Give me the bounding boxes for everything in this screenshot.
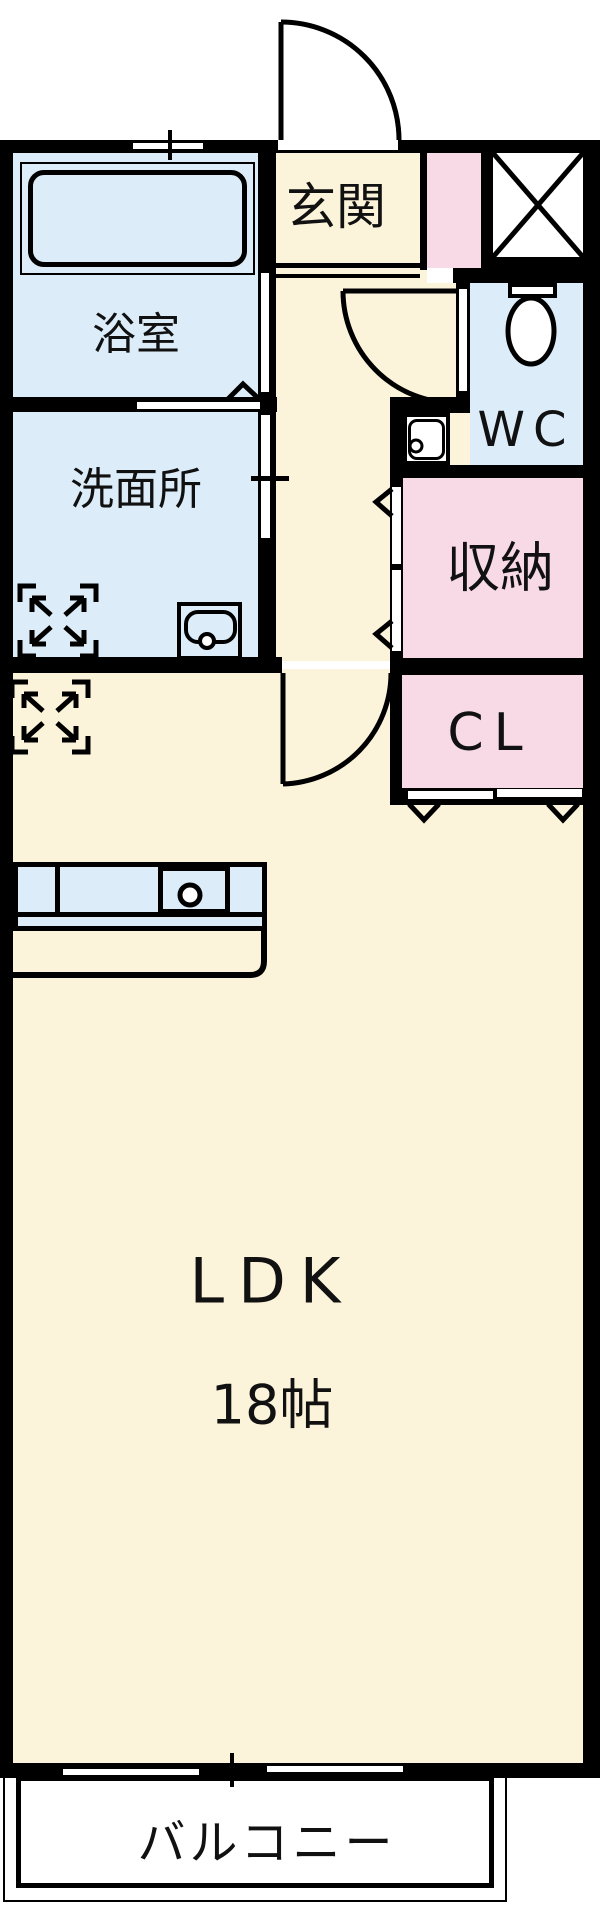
closet-door-panel-2 bbox=[497, 789, 582, 797]
closet-door-panel-1 bbox=[408, 791, 493, 799]
wall-storage-bottom bbox=[390, 658, 600, 675]
ldk-label: LDK bbox=[189, 1244, 355, 1318]
kitchen-sink-icon bbox=[158, 866, 230, 914]
genkan-step-line-2 bbox=[275, 274, 420, 278]
balcony-inner-rail bbox=[16, 1776, 494, 1888]
pipe-shaft bbox=[493, 153, 583, 257]
washroom-label: 洗面所 bbox=[70, 464, 202, 515]
wc-label: WC bbox=[477, 402, 575, 458]
washing-machine-pan-inner bbox=[408, 419, 445, 460]
wall-wc-bottom bbox=[390, 465, 600, 478]
balcony-label: バルコニー bbox=[137, 1815, 397, 1871]
wall-under-shoe-cabinet bbox=[453, 268, 600, 283]
kitchen-counter-divider bbox=[55, 862, 60, 917]
window-bottom-tick bbox=[230, 1753, 234, 1787]
room-storage bbox=[403, 478, 583, 658]
wall-closet-left bbox=[390, 675, 402, 805]
bathroom-door-track bbox=[137, 402, 260, 409]
wall-genkan-right bbox=[420, 153, 427, 270]
storage-door-panel-2 bbox=[392, 570, 401, 651]
entrance-opening bbox=[278, 140, 398, 150]
bathtub-inner bbox=[28, 170, 247, 267]
room-closet bbox=[402, 675, 583, 788]
wall-hall-left bbox=[258, 153, 276, 673]
shoe-cabinet bbox=[427, 153, 481, 268]
opening-genkan-side bbox=[427, 268, 453, 283]
wall-washroom-bottom bbox=[13, 657, 282, 673]
storage-label: 収納 bbox=[446, 536, 554, 600]
window-top-tick bbox=[168, 130, 172, 160]
room-bathroom bbox=[13, 153, 258, 397]
ldk-size-label: 18帖 bbox=[210, 1373, 334, 1437]
wall-right bbox=[583, 140, 600, 1778]
genkan-label: 玄関 bbox=[286, 178, 386, 236]
wc-door-jamb-core bbox=[459, 289, 467, 391]
bathroom-label: 浴室 bbox=[92, 309, 180, 360]
bathtub-icon bbox=[20, 162, 255, 275]
closet-label: CL bbox=[447, 703, 533, 763]
wall-shaft-left bbox=[481, 142, 493, 268]
entrance-door-arc bbox=[278, 19, 402, 141]
washroom-door-tick bbox=[251, 476, 289, 481]
kitchen-counter-edge-line bbox=[13, 912, 267, 917]
window-bottom-left-pane bbox=[63, 1769, 199, 1775]
wall-left bbox=[0, 140, 13, 1778]
storage-door-panel-1 bbox=[392, 487, 401, 564]
genkan-step-line-1 bbox=[275, 263, 420, 268]
toilet-tank-icon bbox=[508, 283, 557, 298]
wall-shaft-bottom bbox=[481, 257, 583, 268]
ldk-door-opening bbox=[282, 661, 390, 669]
vanity-basin bbox=[184, 610, 237, 644]
wall-core-genkan bbox=[261, 273, 269, 392]
entrance-threshold bbox=[278, 150, 398, 153]
window-bottom-right-pane bbox=[267, 1766, 403, 1772]
